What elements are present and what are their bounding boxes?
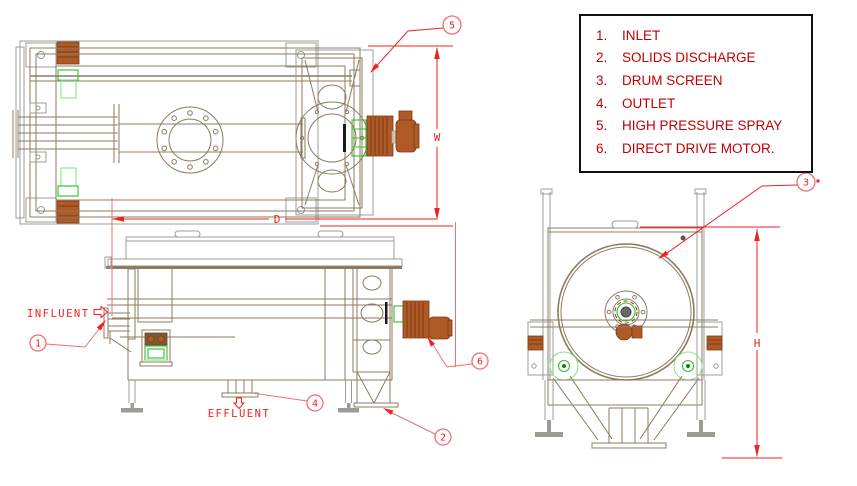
housing-handle	[611, 220, 639, 229]
drum-support-rollers	[549, 351, 703, 381]
legend-item-label: HIGH PRESSURE SPRAY	[622, 118, 783, 134]
legend-item-number: 6.	[596, 140, 608, 156]
legend-item-label: DIRECT DRIVE MOTOR.	[622, 140, 775, 156]
influent-label: INFLUENT	[27, 308, 90, 320]
solids-discharge-chute	[353, 371, 399, 408]
inlet-head-box	[137, 267, 173, 323]
callout-balloons: 1 2 3 4 5	[29, 15, 820, 446]
drum-hub	[604, 290, 648, 341]
inlet-flange-front	[103, 307, 132, 353]
callout-3-drum-screen: 3	[658, 172, 820, 259]
dimension-W: W	[320, 45, 453, 227]
hopper	[548, 375, 702, 449]
influent-arrow-icon	[93, 305, 109, 319]
side-legs	[535, 380, 715, 437]
legend-item-5: 5. HIGH PRESSURE SPRAY	[581, 114, 811, 137]
manhole-flange-plan	[156, 106, 224, 174]
legend-item-number: 4.	[596, 95, 608, 111]
dim-label-W: W	[434, 131, 441, 144]
effluent-arrow-icon	[232, 397, 246, 410]
effluent-outlet	[221, 380, 259, 398]
drive-motor-plan	[351, 110, 420, 157]
dim-label-H: H	[754, 337, 761, 350]
callout-5-high-pressure-spray: 5	[370, 15, 462, 73]
callout-5-number: 5	[449, 21, 455, 32]
control-box	[139, 329, 173, 367]
legend-item-1: 1. INLET	[581, 24, 811, 47]
roller-brackets-plan	[57, 69, 79, 197]
callout-1-inlet: 1	[29, 320, 106, 352]
high-pressure-spray-pipe	[30, 69, 361, 87]
legend-item-number: 2.	[596, 50, 608, 66]
legend-item-2: 2. SOLIDS DISCHARGE	[581, 47, 811, 70]
top-view-drum-screen-plan	[12, 40, 420, 225]
bolt	[680, 235, 686, 241]
effluent-label: EFFLUENT	[208, 408, 271, 420]
callout-3-number: 3	[803, 178, 809, 189]
callout-6-number: 6	[477, 357, 483, 368]
callout-4-number: 4	[312, 399, 318, 410]
legend-item-number: 5.	[596, 118, 608, 134]
front-view-drum-screen	[103, 230, 453, 413]
legend-item-label: DRUM SCREEN	[622, 72, 723, 88]
front-legs	[121, 380, 359, 413]
flow-labels: INFLUENT EFFLUENT	[27, 305, 271, 420]
dimension-D: D	[111, 198, 456, 367]
legend-item-3: 3. DRUM SCREEN	[581, 69, 811, 92]
callout-6-direct-drive-motor: 6	[427, 336, 489, 370]
side-view-drum-screen	[527, 188, 723, 449]
callout-4-outlet: 4	[251, 392, 324, 412]
legend-item-6: 6. DIRECT DRIVE MOTOR.	[581, 137, 811, 160]
legend-item-label: INLET	[622, 27, 661, 43]
callout-1-number: 1	[35, 339, 41, 350]
drive-motor-front	[393, 300, 453, 340]
legend-item-number: 3.	[596, 72, 608, 88]
drum-end-front	[324, 267, 391, 403]
legend-box: 1. INLET 2. SOLIDS DISCHARGE 3. DRUM SCR…	[579, 14, 813, 173]
side-spring-mounts	[527, 321, 723, 376]
dim-label-D: D	[274, 213, 281, 226]
legend-item-label: SOLIDS DISCHARGE	[622, 50, 756, 66]
inlet-pipe-plan	[12, 102, 120, 163]
callout-2-solids-discharge: 2	[383, 408, 452, 446]
legend-item-label: OUTLET	[622, 95, 676, 111]
legend-item-number: 1.	[596, 27, 608, 43]
lid-handle	[174, 230, 201, 238]
lid-handle	[317, 230, 344, 238]
drum-shaft-key	[343, 124, 346, 152]
dimension-H: H	[640, 226, 782, 459]
legend-item-4: 4. OUTLET	[581, 92, 811, 115]
corner-mount-plates	[25, 42, 317, 223]
callout-2-number: 2	[440, 433, 446, 444]
drum-housing-plan	[295, 49, 374, 216]
dimension-annotations: W D H	[111, 45, 782, 459]
